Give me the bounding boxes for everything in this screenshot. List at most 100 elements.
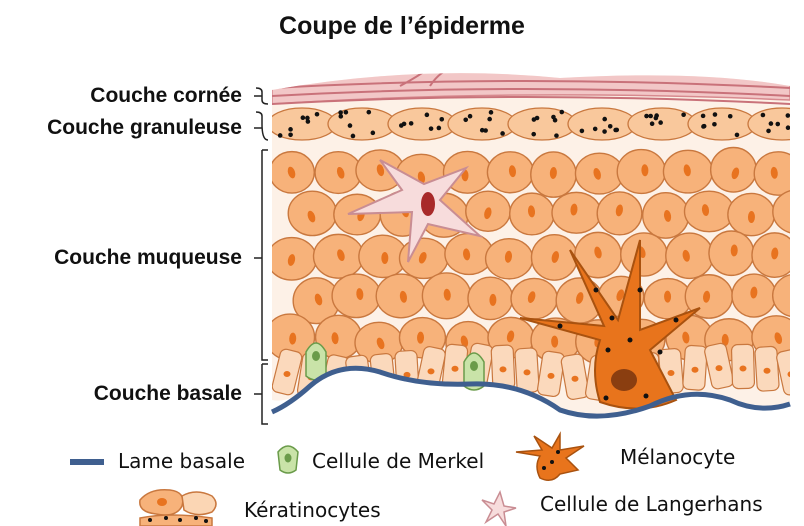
keratohyalin-granule [648,114,653,119]
keratohyalin-granule [288,127,293,132]
basal-nucleus [740,365,747,371]
keratohyalin-granule [425,113,430,118]
legend-cellule-merkel: Cellule de Merkel [312,449,484,473]
basal-nucleus [284,371,291,377]
legend-keratinocytes: Kératinocytes [244,498,381,522]
merkel-legend-icon [278,446,298,473]
label-couche-cornee: Couche cornée [90,84,242,108]
keratohyalin-granule [559,110,564,115]
langerhans-nucleus [421,192,435,216]
keratohyalin-granule [301,115,306,120]
granular-cell [568,108,636,140]
granular-cell [388,108,456,140]
keratohyalin-granule [593,127,598,132]
layer-brackets [254,88,268,424]
melanocyte-nucleus [611,369,637,391]
keratohyalin-granule [650,121,655,126]
basal-nucleus [716,365,723,371]
keratohyalin-granule [580,129,585,134]
basal-nucleus [668,370,675,376]
keratinocyte-cell [617,150,665,194]
keratohyalin-granule [614,128,619,133]
melanocyte-legend-icon [516,434,584,480]
keratohyalin-granule [344,110,349,115]
keratohyalin-granule [532,117,537,122]
keratohyalin-granule [701,124,706,129]
keratohyalin-granule [775,122,780,127]
keratinocyte-cell [332,274,380,318]
couche-cornee-fibers [272,58,790,104]
legend-cellule-langerhans: Cellule de Langerhans [540,492,763,516]
keratohyalin-granule [701,114,706,119]
keratinocyte-nucleus [791,292,801,305]
keratohyalin-granule [681,112,686,117]
keratohyalin-granule [769,121,774,126]
keratohyalin-granule [348,123,353,128]
keratohyalin-granule [798,122,803,127]
keratinocyte-cell [754,152,802,195]
keratohyalin-granule [602,117,607,122]
keratohyalin-granule [468,114,473,119]
keratohyalin-granule [409,121,414,126]
basal-nucleus [356,377,363,383]
keratohyalin-granule [278,133,283,138]
label-couche-basale: Couche basale [94,382,242,406]
keratohyalin-granule [487,117,492,122]
basal-nucleus [764,368,771,374]
keratinocyte-cell [685,191,734,231]
legend-melanocyte: Mélanocyte [620,445,735,469]
basal-nucleus [548,373,555,379]
keratohyalin-granule [608,124,613,129]
granular-cell [448,108,516,140]
keratohyalin-granule [306,119,311,124]
basal-nucleus [428,368,435,374]
keratohyalin-granule [483,128,488,133]
keratohyalin-granule [712,122,717,127]
keratohyalin-granule [351,134,356,139]
keratohyalin-granule [602,129,607,134]
legend-lame-basale: Lame basale [118,449,245,473]
granular-cell [328,108,396,140]
keratohyalin-granule [728,114,733,119]
basal-nucleus [332,377,339,383]
basal-nucleus [524,369,531,375]
basal-nucleus [692,367,699,373]
basal-nucleus [788,371,795,377]
keratinocyte-nucleus [381,252,388,264]
keratohyalin-granule [429,126,434,131]
keratohyalin-granule [786,113,791,118]
keratohyalin-granule [463,118,468,123]
keratohyalin-granule [644,114,649,119]
keratohyalin-granule [366,110,371,115]
keratohyalin-granule [761,113,766,118]
basal-nucleus [572,376,579,382]
keratohyalin-granule [439,117,444,122]
keratohyalin-granule [713,112,718,117]
tissue-section [260,58,804,420]
keratohyalin-granule [766,129,771,134]
label-couche-granuleuse: Couche granuleuse [47,116,242,140]
keratohyalin-granule [654,116,659,121]
keratinocytes-legend-icon [140,490,216,526]
couche-granuleuse-cells [268,108,804,140]
keratohyalin-granule [371,131,376,136]
basal-nucleus [500,366,507,372]
keratohyalin-granule [315,112,320,117]
keratohyalin-granule [500,131,505,136]
keratohyalin-granule [658,120,663,125]
keratohyalin-granule [489,110,494,115]
keratohyalin-granule [288,132,293,137]
keratohyalin-granule [735,133,740,138]
keratohyalin-granule [338,110,343,115]
keratohyalin-granule [399,123,404,128]
basal-nucleus [452,366,459,372]
keratohyalin-granule [786,125,791,130]
langerhans-legend-icon [482,492,516,526]
granular-cell [688,108,756,140]
keratohyalin-granule [437,126,442,131]
granular-cell [508,108,576,140]
keratohyalin-granule [531,132,536,137]
label-couche-muqueuse: Couche muqueuse [54,246,242,270]
couche-muqueuse-cells [265,147,804,363]
keratohyalin-granule [551,115,556,120]
